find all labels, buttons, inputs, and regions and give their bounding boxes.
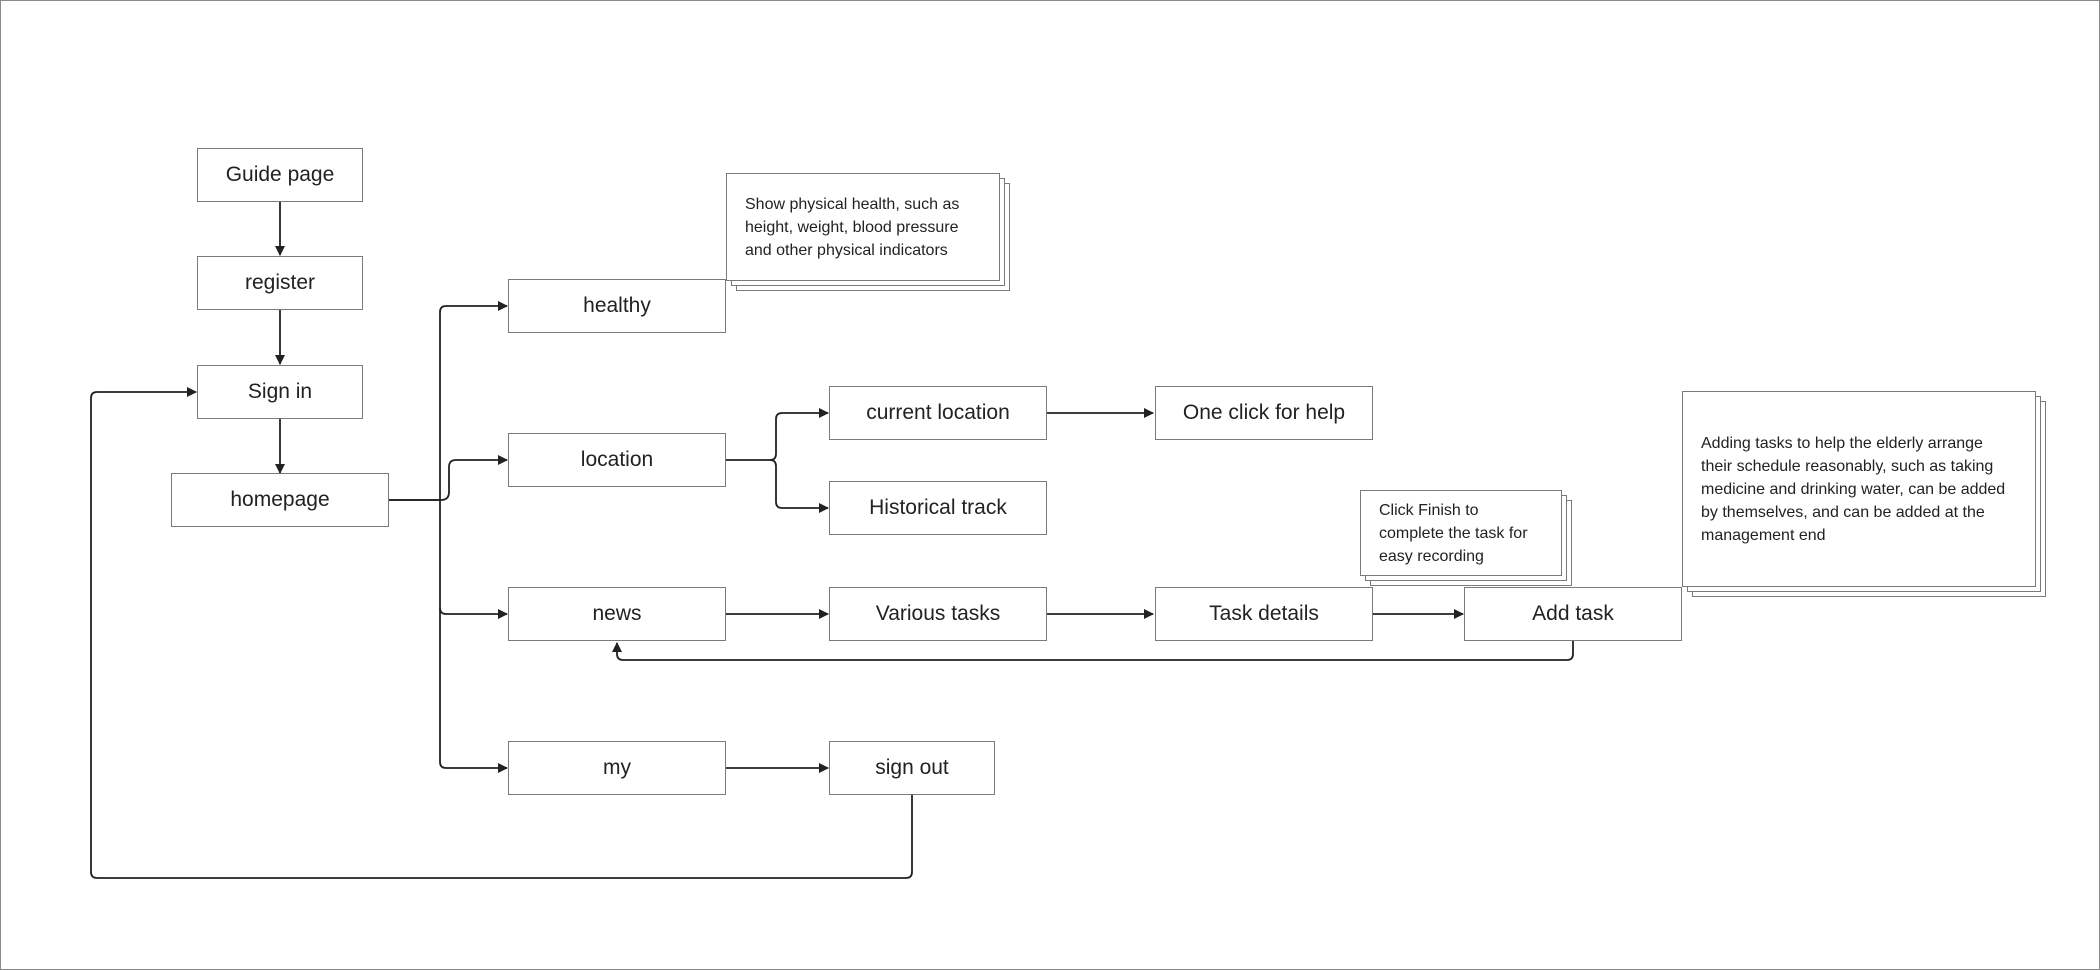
- node-add-task: Add task: [1464, 587, 1682, 641]
- node-news: news: [508, 587, 726, 641]
- edge-homepage-to-news: [439, 500, 508, 619]
- node-homepage: homepage: [171, 473, 389, 527]
- note-healthy: Show physical health, such as height, we…: [726, 173, 1010, 291]
- edge-location-to-current: [726, 408, 829, 461]
- node-one-click-help: One click for help: [1155, 386, 1373, 440]
- note-add-task: Adding tasks to help the elderly arrange…: [1682, 391, 2046, 597]
- edge-homepage-to-healthy: [389, 301, 508, 501]
- note-finish-text: Click Finish to complete the task for ea…: [1379, 501, 1528, 565]
- node-current-location: current location: [829, 386, 1047, 440]
- note-finish: Click Finish to complete the task for ea…: [1360, 490, 1572, 586]
- node-historical-track: Historical track: [829, 481, 1047, 535]
- note-sheet-front: Show physical health, such as height, we…: [726, 173, 1000, 281]
- note-add-task-text: Adding tasks to help the elderly arrange…: [1701, 434, 2006, 544]
- note-sheet-front: Adding tasks to help the elderly arrange…: [1682, 391, 2036, 587]
- edge-homepage-to-location: [389, 455, 508, 501]
- edge-location-to-historical: [769, 459, 829, 513]
- node-guide-page: Guide page: [197, 148, 363, 202]
- edge-addtask-to-news: [612, 641, 1574, 661]
- node-various-tasks: Various tasks: [829, 587, 1047, 641]
- edge-homepage-to-my: [439, 608, 508, 773]
- node-task-details: Task details: [1155, 587, 1373, 641]
- node-sign-in: Sign in: [197, 365, 363, 419]
- note-healthy-text: Show physical health, such as height, we…: [745, 195, 960, 259]
- node-sign-out: sign out: [829, 741, 995, 795]
- node-healthy: healthy: [508, 279, 726, 333]
- node-my: my: [508, 741, 726, 795]
- edge-signout-to-signin: [90, 387, 913, 879]
- node-register: register: [197, 256, 363, 310]
- node-location: location: [508, 433, 726, 487]
- note-sheet-front: Click Finish to complete the task for ea…: [1360, 490, 1562, 576]
